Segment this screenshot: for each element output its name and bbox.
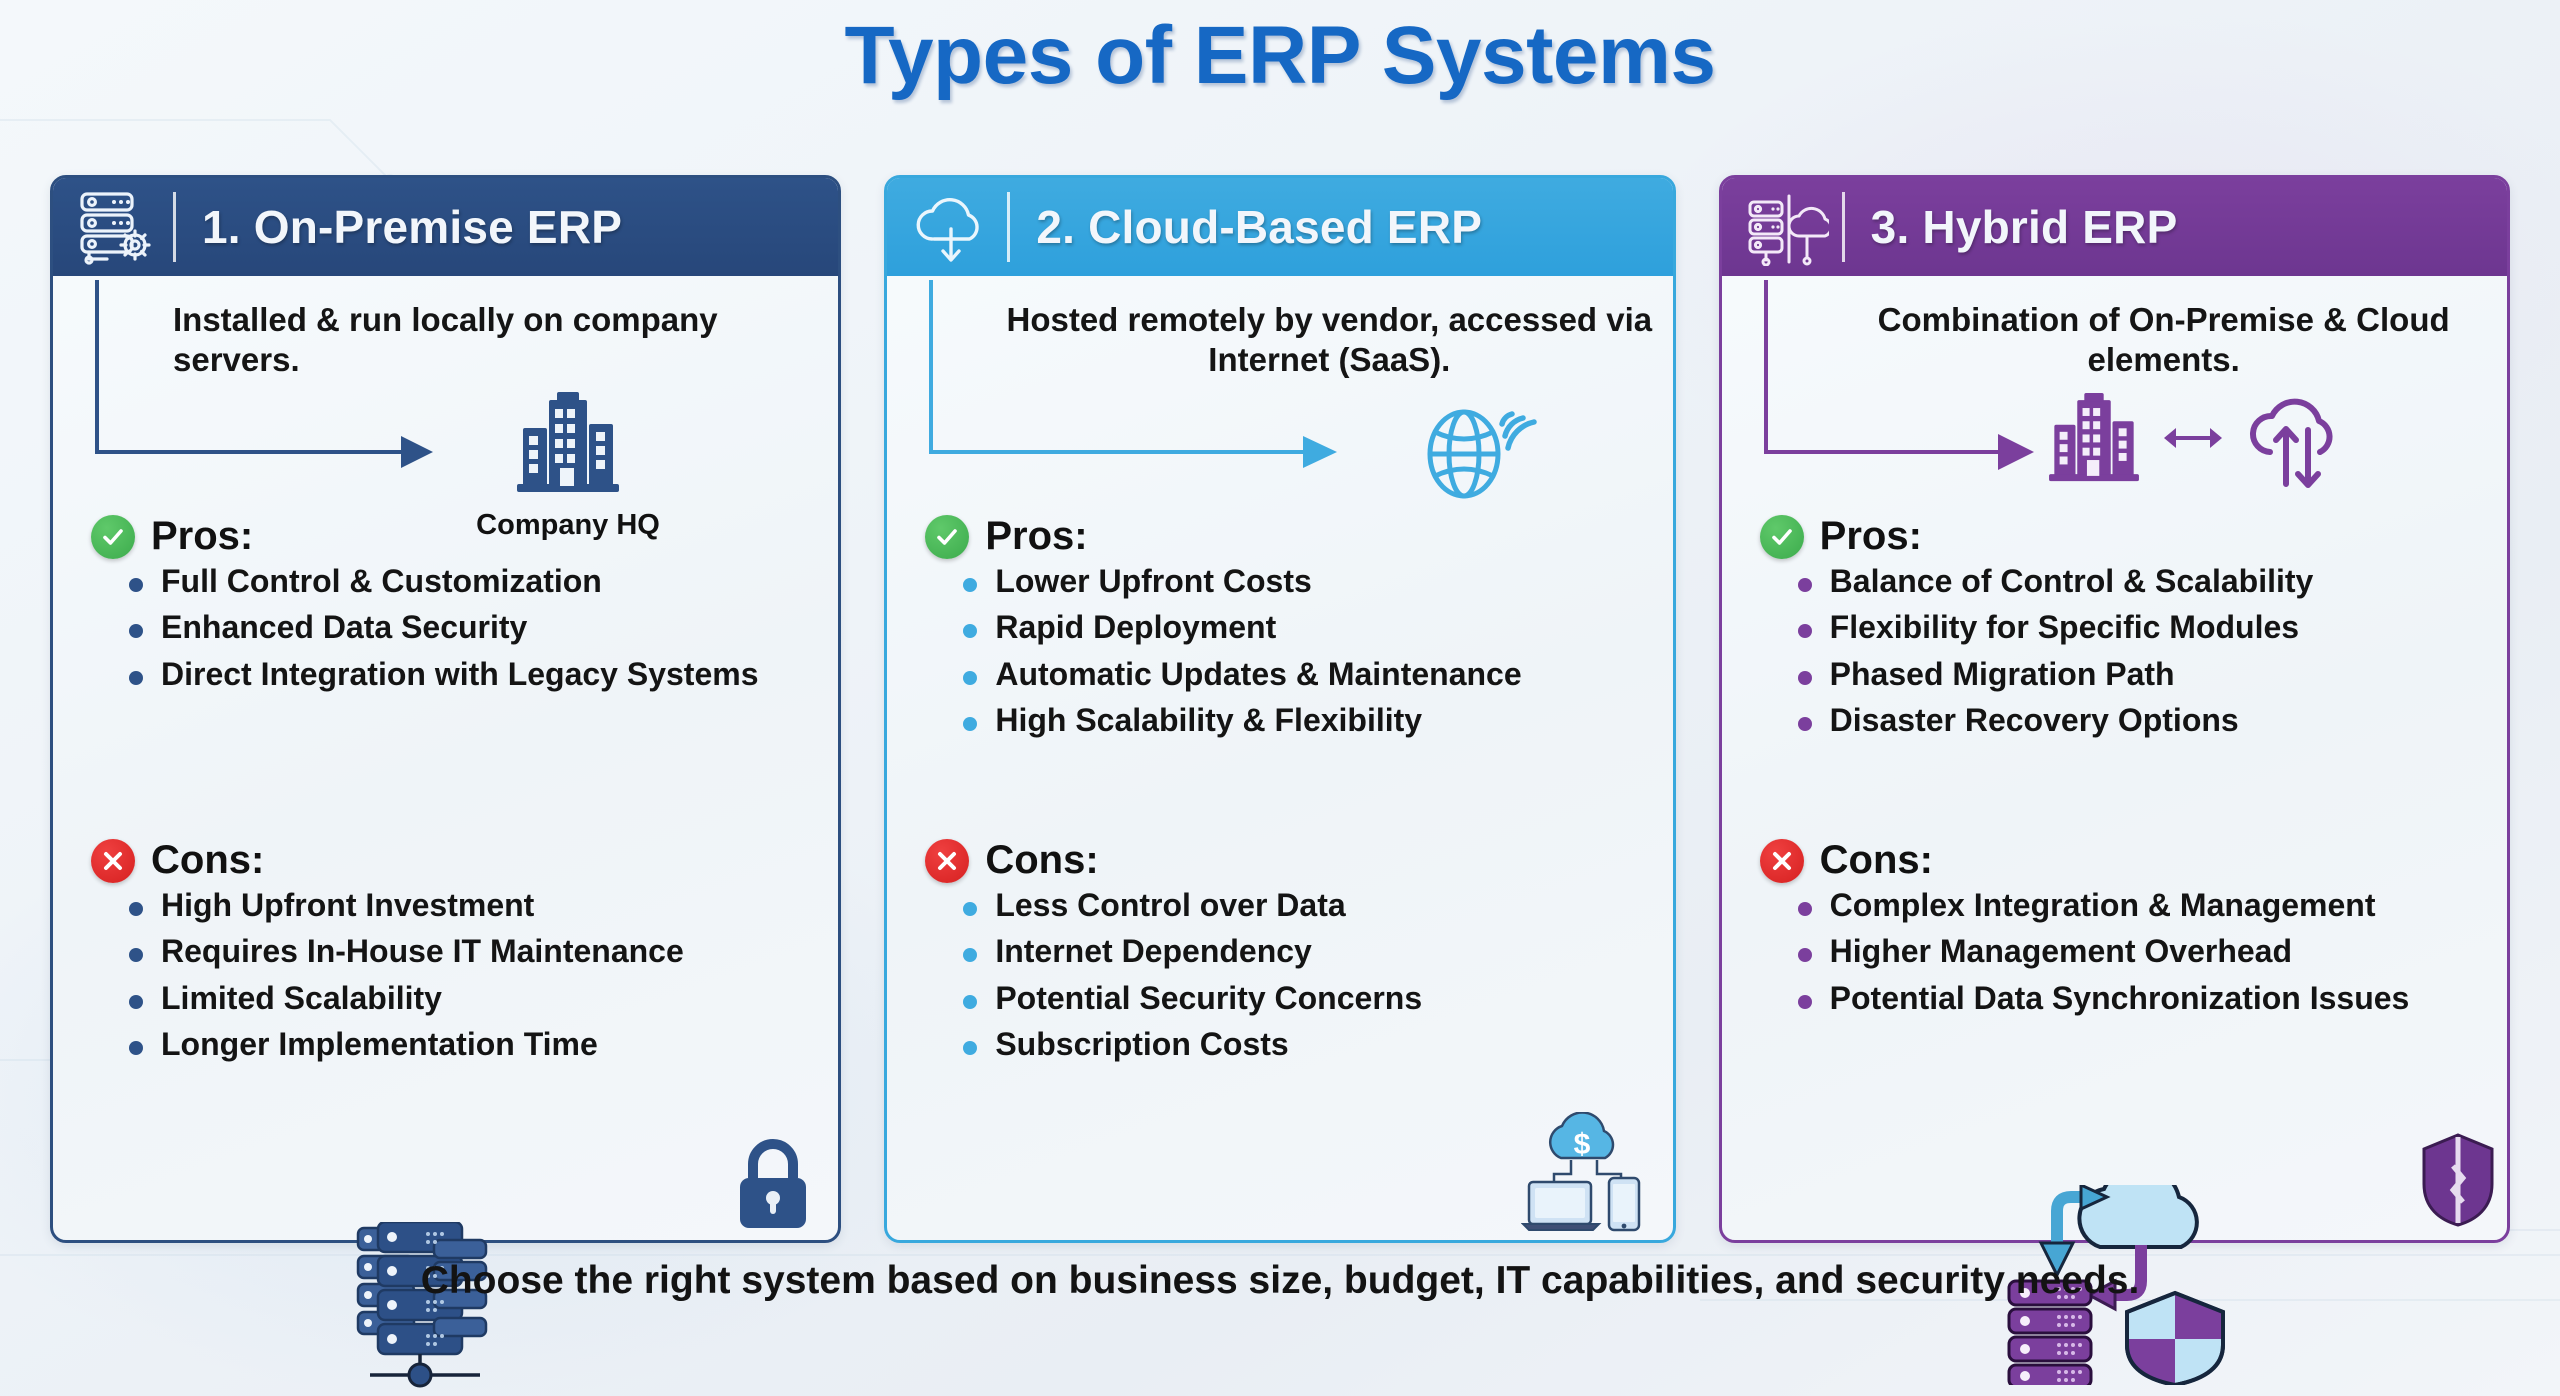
blue-server-rack-icon [356,1222,488,1388]
list-item: Disaster Recovery Options [1794,703,2494,750]
office-building-icon [517,392,619,492]
card-body-cloud-based: Hosted remotely by vendor, accessed via … [887,276,1672,1240]
cloud-dollar-devices-icon: $ [1520,1112,1640,1232]
cons-section-on-premise: Cons: High Upfront Investment Requires I… [91,838,831,1074]
list-item: Higher Management Overhead [1794,935,2494,981]
cons-label: Cons: [1819,838,1933,882]
list-item: Potential Data Synchronization Issues [1794,981,2494,1028]
card-body-on-premise: Installed & run locally on company serve… [53,276,838,1240]
cons-section-cloud-based: Cons: Less Control over Data Internet De… [925,838,1665,1074]
card-description-hybrid: Combination of On-Premise & Cloud elemen… [1877,301,2450,379]
list-item: Limited Scalability [125,981,825,1028]
padlock-icon [740,1139,807,1228]
globe-diagram [1357,378,1587,511]
list-item: Flexibility for Specific Modules [1794,611,2494,657]
pros-section-cloud-based: Pros: Lower Upfront Costs Rapid Deployme… [925,514,1665,750]
list-item: Balance of Control & Scalability [1794,564,2494,611]
pros-list-cloud-based: Lower Upfront Costs Rapid Deployment Aut… [959,564,1665,750]
card-body-hybrid: Combination of On-Premise & Cloud elemen… [1722,276,2507,1240]
list-item: Subscription Costs [959,1027,1659,1074]
card-description-on-premise: Installed & run locally on company serve… [173,301,718,379]
header-divider [1841,192,1845,262]
card-title-cloud-based: 2. Cloud-Based ERP [1036,201,1483,253]
card-header-hybrid: 3. Hybrid ERP [1721,178,2507,276]
hybrid-diagram [2042,386,2356,490]
list-item: Full Control & Customization [125,564,825,611]
list-item: Automatic Updates & Maintenance [959,657,1659,704]
svg-text:$: $ [1573,1128,1590,1161]
card-title-on-premise: 1. On-Premise ERP [202,201,623,253]
globe-wifi-icon [1427,409,1538,499]
pros-label: Pros: [1819,514,1922,558]
purple-server-cloud-shield-icon [2007,1185,2225,1385]
footer-text: Choose the right system based on busines… [420,1259,2140,1302]
card-header-cloud-based: 2. Cloud-Based ERP [887,178,1673,276]
cons-label: Cons: [151,838,265,882]
pros-section-on-premise: Pros: Full Control & Customization Enhan… [91,514,831,704]
cons-list-hybrid: Complex Integration & Management Higher … [1794,888,2500,1028]
list-item: Enhanced Data Security [125,611,825,657]
check-circle-icon [925,514,970,559]
cons-list-on-premise: High Upfront Investment Requires In-Hous… [125,888,831,1074]
header-divider [1007,192,1011,262]
list-item: Direct Integration with Legacy Systems [125,657,825,704]
split-shield-icon [2422,1133,2494,1227]
check-circle-icon [1759,514,1804,559]
server-gear-icon [75,188,161,266]
list-item: Less Control over Data [959,888,1659,935]
list-item: High Scalability & Flexibility [959,703,1659,750]
list-item: Rapid Deployment [959,611,1659,657]
list-item: Phased Migration Path [1794,657,2494,704]
card-cloud-based[interactable]: 2. Cloud-Based ERP Hosted remotely by ve… [884,175,1676,1243]
header-divider [173,192,176,262]
pros-section-hybrid: Pros: Balance of Control & Scalability F… [1759,514,2500,750]
company-hq-diagram: Company HQ [453,384,683,542]
x-circle-icon [925,838,970,883]
pros-label: Pros: [151,514,254,558]
x-circle-icon [91,838,135,883]
company-hq-label: Company HQ [476,509,660,541]
bidirectional-arrow-icon [2163,428,2222,448]
list-item: Lower Upfront Costs [959,564,1659,611]
cons-list-cloud-based: Less Control over Data Internet Dependen… [959,888,1665,1074]
list-item: Internet Dependency [959,935,1659,981]
list-item: Longer Implementation Time [125,1027,825,1074]
pros-list-hybrid: Balance of Control & Scalability Flexibi… [1794,564,2500,750]
office-building-icon [2048,393,2139,482]
cards-row: 1. On-Premise ERP Installed & run locall… [50,175,2510,1243]
pros-list-on-premise: Full Control & Customization Enhanced Da… [125,564,831,704]
card-hybrid[interactable]: 3. Hybrid ERP Combination of On-Premise … [1718,175,2510,1243]
check-circle-icon [91,514,135,559]
list-item: Requires In-House IT Maintenance [125,935,825,981]
list-item: Complex Integration & Management [1794,888,2494,935]
card-header-on-premise: 1. On-Premise ERP [53,178,839,276]
cons-label: Cons: [985,838,1099,882]
cloud-download-icon [909,188,995,266]
list-item: Potential Security Concerns [959,981,1659,1028]
card-on-premise[interactable]: 1. On-Premise ERP Installed & run locall… [50,175,842,1243]
cloud-sync-icon [2249,398,2333,488]
list-item: High Upfront Investment [125,888,825,935]
cons-section-hybrid: Cons: Complex Integration & Management H… [1759,838,2500,1028]
server-cloud-icon [1744,188,1830,266]
pros-label: Pros: [985,514,1088,558]
x-circle-icon [1759,838,1804,883]
page-title: Types of ERP Systems [844,10,1716,101]
card-description-cloud-based: Hosted remotely by vendor, accessed via … [1006,301,1653,379]
card-title-hybrid: 3. Hybrid ERP [1870,201,2178,253]
